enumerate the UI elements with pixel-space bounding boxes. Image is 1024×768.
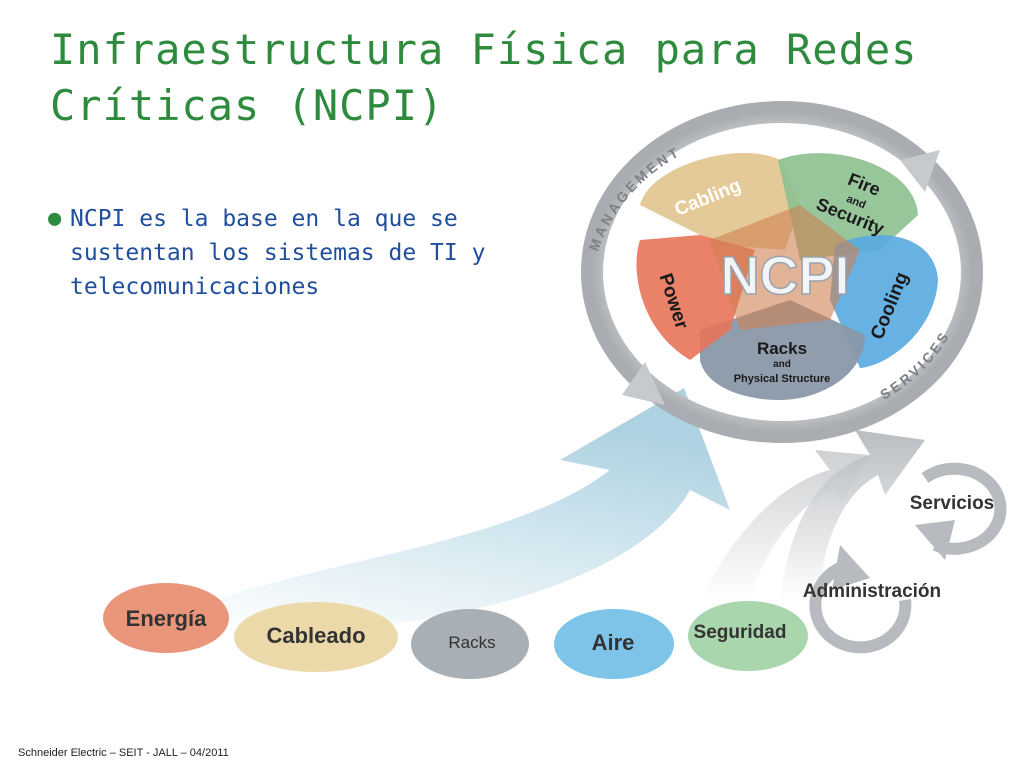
energia-label: Energía xyxy=(126,606,207,631)
slide-title-line-1: Infraestructura Física para Redes xyxy=(50,25,918,74)
base-ovals xyxy=(103,583,808,679)
grey-arrows xyxy=(700,430,925,600)
racks-label: Racks xyxy=(757,339,807,358)
racks-base-label: Racks xyxy=(448,633,495,652)
aire-label: Aire xyxy=(592,630,635,655)
seguridad-label: Seguridad xyxy=(694,622,787,643)
oval-aire xyxy=(554,609,674,679)
bullet-text: NCPI es la base en la que se sustentan l… xyxy=(70,206,486,300)
oval-seguridad xyxy=(688,601,808,671)
administracion-cycle-icon xyxy=(809,545,912,654)
oval-racks xyxy=(411,609,529,679)
servicios-label: Servicios xyxy=(910,493,995,514)
oval-cableado xyxy=(234,602,398,672)
slide-title: Infraestructura Física para Redes Crític… xyxy=(50,22,990,134)
servicios-cycle-icon xyxy=(915,462,1007,560)
rising-arrow xyxy=(215,388,730,633)
ncpi-center-label: NCPI xyxy=(720,246,849,306)
ncpi-petals xyxy=(636,152,938,400)
bullet-point: ● NCPI es la base en la que se sustentan… xyxy=(48,202,518,304)
racks-and-label: and xyxy=(773,359,791,370)
oval-energia xyxy=(103,583,229,653)
administracion-label: Administración xyxy=(803,581,941,602)
bullet-marker: ● xyxy=(48,206,62,231)
slide-footer: Schneider Electric – SEIT - JALL – 04/20… xyxy=(18,747,229,759)
cableado-label: Cableado xyxy=(266,623,365,648)
physical-structure-label: Physical Structure xyxy=(734,373,831,385)
slide-title-line-2: Críticas (NCPI) xyxy=(50,81,445,130)
